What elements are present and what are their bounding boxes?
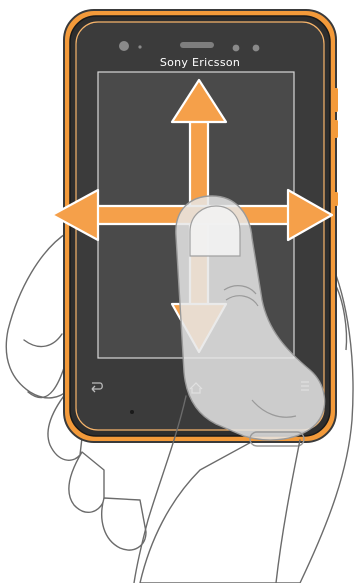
side-button-low (334, 192, 338, 206)
proximity-sensor-icon (233, 45, 240, 52)
earpiece-icon (180, 42, 214, 48)
front-camera-icon (119, 41, 129, 51)
light-sensor-icon (253, 45, 260, 52)
sensor-dot-icon (138, 45, 141, 48)
side-button-mid (334, 120, 338, 138)
microphone-icon (130, 410, 134, 414)
brand-logo: Sony Ericsson (160, 56, 240, 69)
fingernail (190, 206, 240, 256)
side-button-top (334, 88, 338, 112)
